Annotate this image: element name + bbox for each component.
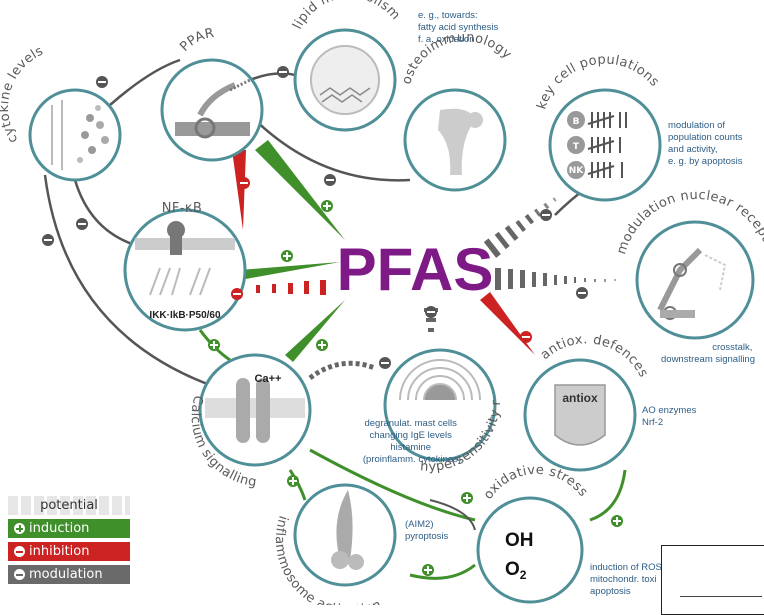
oxid-note: induction of ROS mitochondr. toxi apopto… [590,562,664,597]
connector-cytokine-calcium [43,174,211,387]
nuclear-illustration [657,247,727,320]
connector-calcium-oxid [309,448,476,522]
node-calcium-signalling: Ca++ Calcium signalling [188,353,312,490]
minus-symbol [324,174,336,186]
legend-modulation-label: modulation [29,567,103,582]
minus-symbol [76,218,88,230]
nfkb-inner-label: IKK·IkB·P50/60 [149,310,221,321]
keycell-illustration: B T NK [567,111,627,179]
wedge-ppar-nfkb-inhibition [232,150,246,230]
inflam-note: (AIM2) pyroptosis [405,519,449,542]
connector-antiox-oxid [589,469,627,522]
induction-symbol [208,339,220,351]
legend-modulation: modulation [8,565,130,584]
lipid-illustration [310,45,380,115]
connector-calcium-inflam [288,469,307,501]
hyper-note: degranulat. mast cells changing IgE leve… [363,418,461,465]
connector-inflam-oxid-hyper [429,499,476,531]
nuclear-note: crosstalk, downstream signalling [661,342,755,365]
overlay-box [661,545,764,615]
minus-icon [14,546,25,557]
label-nf-kb: NF-κB [162,201,202,216]
antiox-inner-label: antiox [562,391,598,405]
keycell-badge-b: B [573,117,580,127]
node-nf-kb: IKK·IkB·P50/60 NF-κB [123,201,247,332]
induction-symbol [422,564,434,576]
connector-ppar-osteo [249,114,411,182]
effect-symbols [42,66,623,576]
wedge-hyper-calcium-potential [308,360,376,381]
minus-symbol [277,66,289,78]
calcium-inner-label: Ca++ [255,373,282,385]
keycell-note: modulation of population counts and acti… [668,120,745,167]
inhibition-symbol [238,177,250,189]
calcium-illustration [205,378,305,443]
wedge-ppar-pfas-induction [255,140,345,240]
node-modulation-nuclear-receptors: modulation nuclear receptors crosstalk, … [614,188,764,365]
cytokine-illustration [51,100,109,170]
plus-icon [14,523,25,534]
ppar-illustration [175,78,251,139]
overlay-line [680,596,762,597]
pfas-title: PFAS [337,236,494,303]
antiox-illustration [554,384,606,446]
oxid-inner-oh: OH [505,530,534,551]
node-antiox-defences: antiox antiox. defences AO enzymes Nrf-2 [523,332,699,472]
minus-symbol [540,209,552,221]
legend-inhibition: inhibition [8,542,130,561]
induction-symbol [281,250,293,262]
legend-potential-label: potential [40,498,98,513]
node-osteoimmunology: osteoimmunology [399,30,514,192]
inhibition-symbol [520,331,532,343]
legend-induction: induction [8,519,130,538]
legend-induction-label: induction [29,521,90,536]
node-oxidative-stress: OH O2 oxidative stress induction of ROS … [476,463,664,604]
connector-cytokine-nfkb [73,179,136,247]
induction-symbol [316,339,328,351]
minus-symbol [42,234,54,246]
legend-potential: potential [8,496,130,515]
svg-text:PPAR: PPAR [177,26,215,55]
node-ppar: PPAR [160,26,264,162]
minus-symbol [576,287,588,299]
connector-cytokine-ppar [109,58,181,106]
induction-symbol [461,492,473,504]
minus-symbol [96,76,108,88]
minus-symbol [379,357,391,369]
osteo-illustration [438,108,483,175]
minus-icon [14,569,25,580]
keycell-badge-nk: NK [569,166,585,176]
induction-symbol [611,515,623,527]
keycell-badge-t: T [573,142,580,152]
label-lipid-metabolism: lipid metabolism [290,0,402,32]
label-ppar: PPAR [177,26,215,55]
connector-ppar-lipid [249,72,296,82]
connector-oxid-inflam [409,563,476,580]
node-cytokine-levels: cytokine levels [0,44,122,182]
wedge-pfas-keycell-potential [483,197,557,258]
antiox-note: AO enzymes Nrf-2 [642,405,699,428]
wedge-pfas-nuclear-potential [495,268,616,290]
minus-symbol [425,306,437,318]
nfkb-illustration [135,221,235,296]
hyper-illustration [399,359,481,401]
svg-text:lipid metabolism: lipid metabolism [290,0,403,32]
legend: potential induction inhibition modulatio… [8,496,130,588]
wedge-nfkb-pfas-induction [240,262,340,280]
node-key-cell-populations: B T NK key cell populations modulation o… [534,52,745,202]
inhibition-symbol [231,288,243,300]
oxid-inner-o2: O2 [505,559,527,582]
induction-symbol [287,475,299,487]
lipid-note: e. g., towards: fatty acid synthesis f. … [418,10,501,45]
legend-inhibition-label: inhibition [29,544,90,559]
wedge-pfas-calcium-induction [285,300,345,362]
induction-symbol [321,200,333,212]
inflam-illustration [331,490,364,570]
wedge-pfas-nfkb-potential-inhibition [240,280,326,295]
